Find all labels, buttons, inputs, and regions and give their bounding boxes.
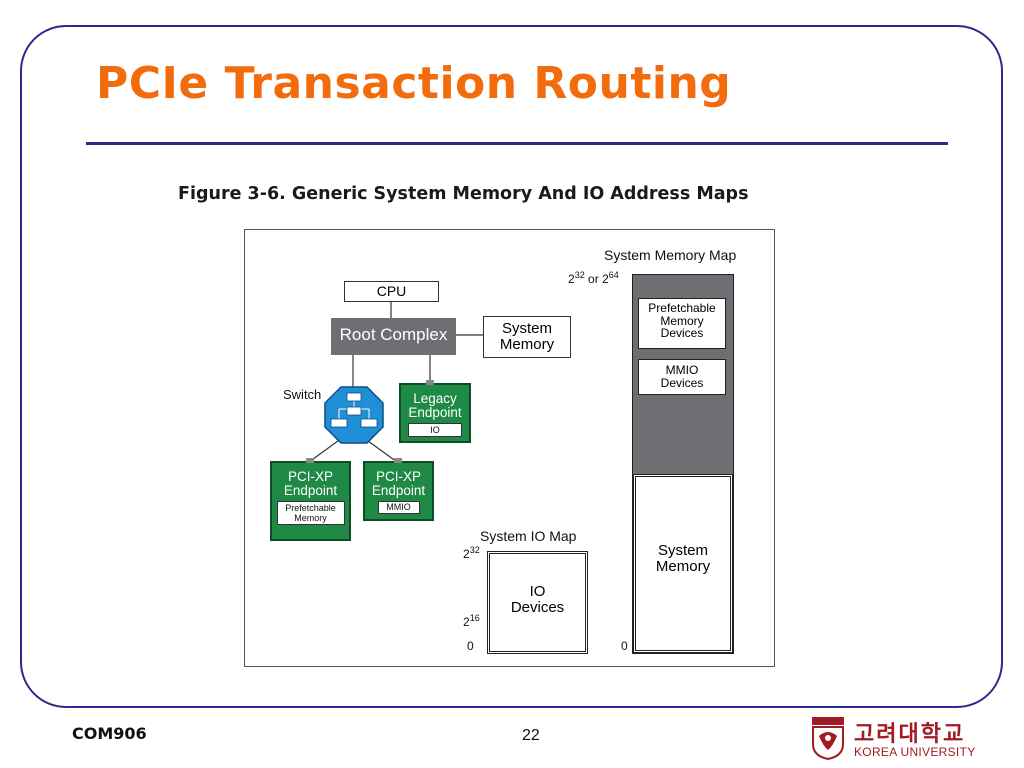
page-number: 22 [522,727,540,744]
system-memory-region: System Memory [633,474,733,653]
title-underline [86,142,948,145]
pcixp-right-connector [394,458,402,463]
switch-icon [324,386,384,444]
course-code: COM906 [72,724,147,743]
university-name-korean: 고려대학교 [854,722,966,747]
io-devices-line1: IO [529,583,546,600]
slide-title: PCIe Transaction Routing [96,58,732,109]
mmio-box: MMIO [377,501,420,515]
mem-map-top-a-exp: 32 [574,270,585,280]
io-map-top-label: 232 [463,545,480,561]
pcixp-endpoint-right: PCI-XP Endpoint MMIO [363,461,434,521]
io-map-mid-base: 2 [463,615,470,629]
prefetch-dev-line3: Devices [660,326,704,341]
prefetchable-memory-box: Prefetchable Memory [276,501,345,526]
pcixp-left-line1: PCI-XP [287,469,333,484]
cpu-box: CPU [344,281,439,302]
korea-university-emblem-icon [812,717,844,760]
mem-map-zero: 0 [621,639,628,653]
mmio-devices-box: MMIO Devices [638,359,726,395]
pcixp-right-line2: Endpoint [371,483,426,499]
figure-panel: CPU Root Complex System Memory Switch Le… [244,229,775,667]
mem-map-top-label: 232 or 264 [568,270,619,286]
root-complex-label: Root Complex [339,325,448,344]
prefetchable-line1: Prefetchable [285,503,336,514]
system-memory-line2: Memory [499,335,555,353]
mem-map-top-or: or [588,272,599,286]
legacy-endpoint-line1: Legacy [413,391,457,406]
legacy-connector [426,380,434,385]
io-map-mid-label: 216 [463,613,480,629]
io-map-zero: 0 [467,639,474,653]
io-devices-line2: Devices [510,598,565,616]
io-map-top-exp: 32 [469,545,480,555]
root-complex-box: Root Complex [331,318,456,355]
io-map-title: System IO Map [480,528,577,544]
legacy-io-box: IO [408,423,462,438]
slide-frame [20,25,1003,708]
pcixp-endpoint-left: PCI-XP Endpoint Prefetchable Memory [270,461,351,541]
pcixp-right-line1: PCI-XP [375,469,421,484]
cpu-label: CPU [376,283,407,299]
mem-map-top-a-base: 2 [568,272,575,286]
figure-caption: Figure 3-6. Generic System Memory And IO… [178,184,749,204]
sysmem-region-line2: Memory [655,557,711,575]
pcixp-left-connector [306,458,314,463]
legacy-endpoint-line2: Endpoint [408,405,462,421]
mmio-dev-line1: MMIO [665,363,699,377]
system-memory-line1: System [501,320,552,337]
system-memory-box: System Memory [483,316,571,358]
io-map-mid-exp: 16 [469,613,480,623]
prefetchable-line2: Memory [294,513,327,524]
switch-label: Switch [283,387,322,402]
mem-map-top-b-base: 2 [602,272,609,286]
prefetchable-memory-devices-box: Prefetchable Memory Devices [638,298,726,349]
prefetch-dev-line2: Memory [660,313,704,328]
mem-map-top-b-exp: 64 [608,270,619,280]
sysmem-region-line1: System [657,542,708,559]
pcixp-left-line2: Endpoint [283,483,338,499]
mem-map-column: Prefetchable Memory Devices MMIO Devices… [632,274,734,654]
mem-map-title: System Memory Map [604,247,737,263]
university-name-english: KOREA UNIVERSITY [854,745,976,759]
mmio-dev-line2: Devices [660,375,704,390]
io-map-region: IO Devices [487,551,588,654]
prefetch-dev-line1: Prefetchable [648,301,716,315]
io-map-top-base: 2 [463,547,470,561]
legacy-endpoint: Legacy Endpoint IO [399,383,471,443]
